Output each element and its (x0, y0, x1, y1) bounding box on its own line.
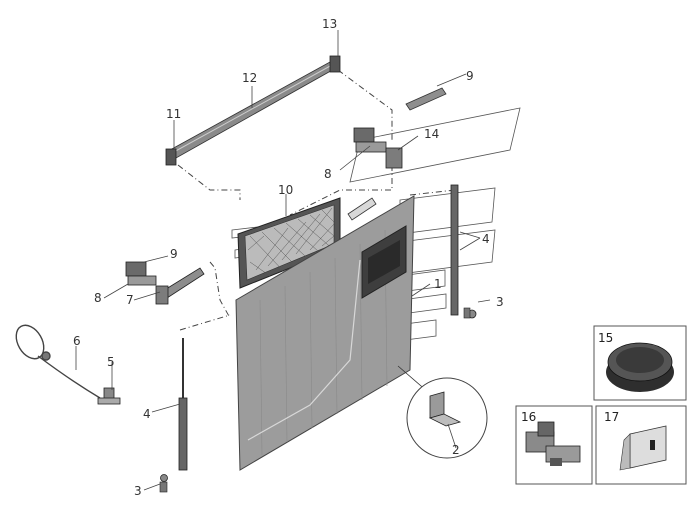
lanyard-clip (97, 387, 121, 405)
label-14: 14 (424, 127, 439, 141)
inset-box-16 (515, 405, 593, 485)
label-11: 11 (166, 107, 181, 121)
label-10: 10 (278, 183, 293, 197)
inset-label-17: 17 (604, 410, 619, 424)
rail-end-cap-left (165, 148, 177, 166)
label-8-upper: 8 (324, 167, 332, 181)
label-6: 6 (73, 334, 81, 348)
inset-label-16: 16 (521, 410, 536, 424)
label-9-lower: 9 (170, 247, 178, 261)
gas-strut-left (178, 338, 188, 471)
callout-numbers: 1 2 3 3 4 4 5 6 7 8 8 9 9 10 11 12 13 14 (73, 17, 504, 498)
lanyard-cable (15, 324, 101, 399)
detail-callout-circle (397, 365, 488, 459)
inset-numbers: 15 16 17 (521, 331, 619, 424)
label-1: 1 (434, 277, 442, 291)
label-3-right: 3 (496, 295, 504, 309)
leader-lines (75, 30, 491, 491)
rail-end-cap-right (329, 55, 341, 73)
inset-box-15 (593, 325, 687, 401)
label-5: 5 (107, 355, 115, 369)
label-3-left: 3 (134, 484, 142, 498)
side-panel (235, 195, 415, 471)
inset-box-17 (595, 405, 687, 485)
label-4-right: 4 (482, 232, 490, 246)
inset-label-15: 15 (598, 331, 613, 345)
hinge-bracket-upper (353, 127, 403, 169)
label-4-left: 4 (143, 407, 151, 421)
gas-strut-right (450, 184, 459, 316)
label-13: 13 (322, 17, 337, 31)
label-8-lower: 8 (94, 291, 102, 305)
label-2: 2 (452, 443, 460, 457)
label-7: 7 (126, 293, 134, 307)
label-9-top: 9 (466, 69, 474, 83)
assembly-guide-lines (177, 69, 456, 331)
label-12: 12 (242, 71, 257, 85)
cylinder-rod (347, 197, 377, 221)
pin-top (405, 87, 447, 111)
hinge-bracket-lower (125, 261, 205, 305)
ball-stud-left (159, 474, 168, 493)
ball-stud-right (463, 307, 477, 319)
